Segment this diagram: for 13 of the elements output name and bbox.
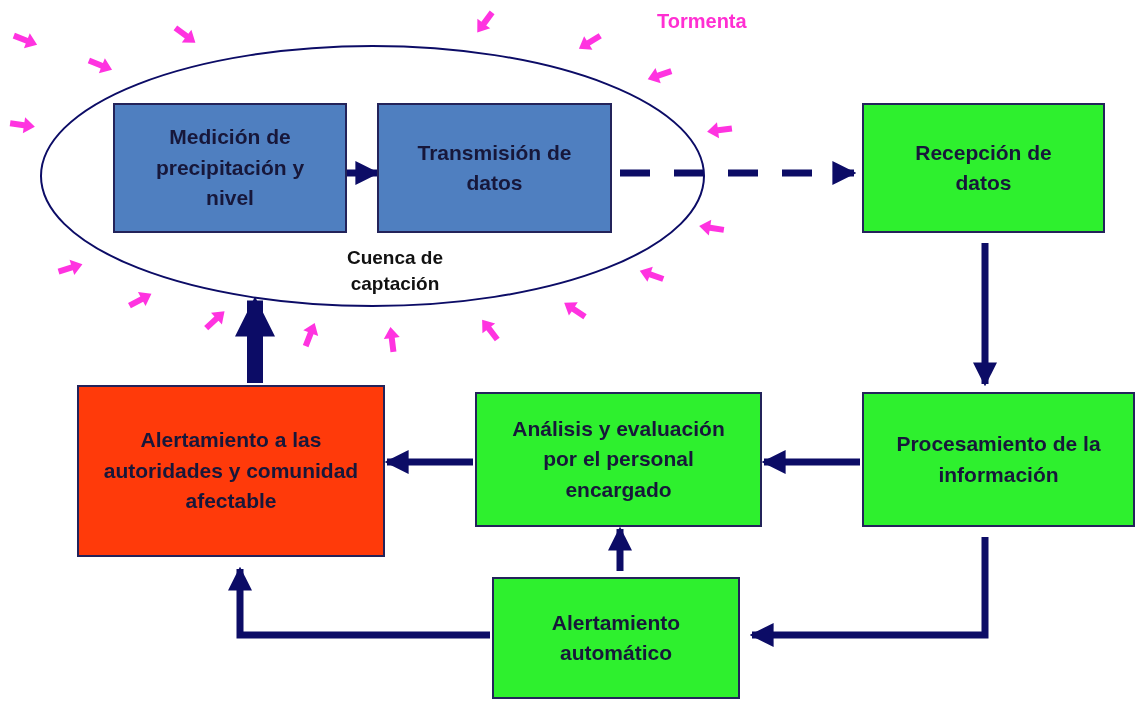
- storm-label: Tormenta: [657, 10, 747, 33]
- process-box: Procesamiento de la información: [862, 392, 1135, 527]
- arrow: [228, 566, 490, 639]
- process-box: Análisis y evaluación por el personal encargado: [475, 392, 762, 527]
- arrow: [235, 296, 275, 383]
- process-box: Alertamiento a las autoridades y comunidad afectable: [77, 385, 385, 557]
- process-box: Medición de precipitación y nivel: [113, 103, 347, 233]
- arrow: [384, 450, 473, 474]
- process-box: Recepción de datos: [862, 103, 1105, 233]
- process-box: Transmisión de datos: [377, 103, 612, 233]
- arrow: [761, 450, 860, 474]
- region-label: Cuenca de captación: [345, 246, 445, 296]
- process-box: Alertamiento automático: [492, 577, 740, 699]
